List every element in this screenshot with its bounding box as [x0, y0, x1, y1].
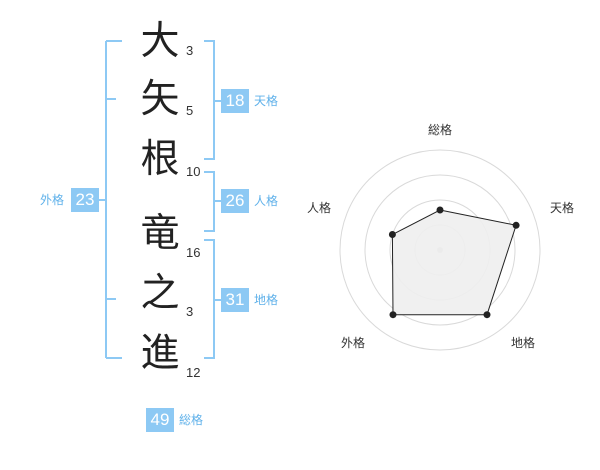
gaikaku-value: 23: [71, 188, 99, 212]
radar-chart: [339, 149, 541, 351]
radar-point: [388, 231, 396, 238]
stroke-count-4: 16: [186, 245, 201, 260]
tenkaku-label: 天格: [254, 94, 279, 108]
jinkaku-value: 26: [221, 189, 249, 213]
radar-point: [483, 311, 491, 319]
name-char-6: 進: [140, 331, 180, 376]
radar-point: [389, 311, 397, 319]
soukaku-value: 49: [146, 408, 174, 432]
radar-grid-ring: [339, 149, 541, 351]
radar-axis-jinkaku: 人格: [307, 201, 332, 215]
stroke-count-1: 3: [186, 43, 194, 58]
chikaku-label: 地格: [254, 293, 279, 307]
radar-point: [512, 221, 520, 229]
jinkaku-bracket: [204, 171, 215, 232]
stroke-count-6: 12: [186, 365, 201, 380]
name-char-3: 根: [140, 137, 180, 182]
chikaku-value: 31: [221, 288, 249, 312]
gaikaku-bracket: [98, 40, 122, 359]
stroke-count-5: 3: [186, 304, 194, 319]
name-char-5: 之: [140, 271, 180, 316]
jinkaku-label: 人格: [254, 194, 279, 208]
stroke-count-3: 10: [186, 164, 201, 179]
name-char-4: 竜: [140, 211, 180, 256]
radar-axis-chikaku: 地格: [511, 336, 536, 350]
radar-grid-ring: [364, 174, 516, 326]
tenkaku-value: 18: [221, 89, 249, 113]
radar-axis-tenkaku: 天格: [550, 201, 575, 215]
soukaku-label: 総格: [179, 413, 204, 427]
radar-area: [391, 209, 517, 316]
name-char-2: 矢: [140, 77, 180, 122]
stroke-count-2: 5: [186, 103, 194, 118]
radar-axis-soukaku: 総格: [428, 123, 453, 137]
tenkaku-bracket: [204, 40, 215, 160]
name-char-1: 大: [140, 19, 180, 64]
gaikaku-label: 外格: [40, 193, 65, 207]
radar-point: [436, 206, 444, 214]
radar-axis-gaikaku: 外格: [341, 336, 366, 350]
